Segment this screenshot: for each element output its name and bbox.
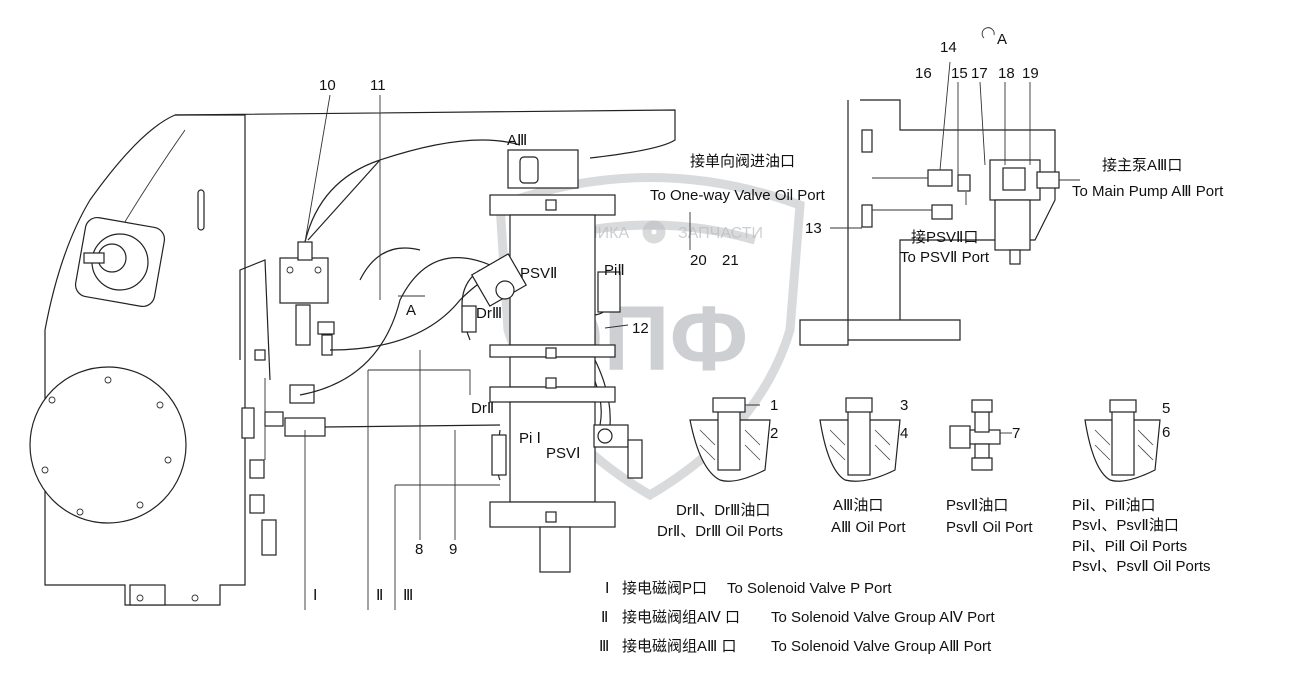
- legend-cn-1: 接电磁阀P口: [622, 580, 707, 597]
- caption-aiii-cn: AⅢ油口: [833, 497, 883, 514]
- section-marker: A: [997, 31, 1007, 48]
- callout-13: 13: [805, 220, 822, 237]
- callout-15: 15: [951, 65, 968, 82]
- callout-2: 2: [770, 425, 778, 442]
- legend-mark-3: Ⅲ: [599, 638, 609, 655]
- callout-21: 21: [722, 252, 739, 269]
- callout-4: 4: [900, 425, 908, 442]
- callout-19: 19: [1022, 65, 1039, 82]
- legend-en-2: To Solenoid Valve Group AⅣ Port: [771, 609, 996, 626]
- port-label-pi1: Pi Ⅰ: [519, 430, 541, 447]
- caption-pi-cn: PiⅠ、PiⅡ油口: [1072, 497, 1155, 514]
- callout-17: 17: [971, 65, 988, 82]
- caption-psv-en: PsvⅠ、PsvⅡ Oil Ports: [1072, 558, 1211, 575]
- view-marker: A: [406, 302, 416, 319]
- port-label-pi2: PiⅡ: [604, 262, 625, 279]
- callout-14: 14: [940, 39, 957, 56]
- filter-frame: [799, 99, 1080, 346]
- pump-housing: [29, 109, 676, 606]
- port-label-psv2: PSVⅡ: [520, 265, 557, 282]
- legend-cn-3: 接电磁阀组AⅢ 口: [622, 638, 737, 655]
- note-mainpump-en: To Main Pump AⅢ Port: [1072, 183, 1224, 200]
- callout-6: 6: [1162, 424, 1170, 441]
- callout-20: 20: [690, 252, 707, 269]
- port-label-dr3: DrⅢ: [476, 305, 502, 322]
- connection-notes: 接单向阀进油口 To One-way Valve Oil Port 接主泵AⅢ口…: [650, 153, 1224, 266]
- detail-aiii-port: [819, 397, 901, 482]
- fitting-bracket: [279, 241, 335, 437]
- callout-7: 7: [1012, 425, 1020, 442]
- caption-pi-en: PiⅠ、PiⅡ Oil Ports: [1072, 538, 1187, 555]
- caption-dr-cn: DrⅡ、DrⅢ油口: [676, 502, 770, 519]
- port-label-aiii: AⅢ: [507, 132, 527, 149]
- note-mainpump-cn: 接主泵AⅢ口: [1102, 157, 1182, 174]
- note-oneway-en: To One-way Valve Oil Port: [650, 187, 826, 204]
- line-mark-1: Ⅰ: [313, 587, 317, 604]
- port-label-dr2: DrⅡ: [471, 400, 494, 417]
- detail-psv2-port: [949, 399, 1012, 471]
- legend: Ⅰ 接电磁阀P口 To Solenoid Valve P Port Ⅱ 接电磁阀…: [599, 580, 996, 655]
- callout-3: 3: [900, 397, 908, 414]
- note-psv2port-en: To PSVⅡ Port: [900, 249, 990, 266]
- caption-dr-en: DrⅡ、DrⅢ Oil Ports: [657, 523, 783, 540]
- legend-mark-1: Ⅰ: [605, 580, 609, 597]
- legend-en-1: To Solenoid Valve P Port: [727, 580, 892, 597]
- legend-cn-2: 接电磁阀组AⅣ 口: [622, 609, 740, 626]
- callout-9: 9: [449, 541, 457, 558]
- caption-psv2-en: PsvⅡ Oil Port: [946, 519, 1033, 536]
- rotation-arrow-icon: [981, 27, 995, 39]
- legend-mark-2: Ⅱ: [601, 609, 608, 626]
- line-mark-3: Ⅲ: [403, 587, 413, 604]
- caption-psv2-cn: PsvⅡ油口: [946, 497, 1008, 514]
- callout-1: 1: [770, 397, 778, 414]
- callout-16: 16: [915, 65, 932, 82]
- detail-dr-ports: [689, 397, 771, 482]
- note-oneway-cn: 接单向阀进油口: [690, 153, 795, 170]
- callout-12: 12: [632, 320, 649, 337]
- port-label-psv1: PSVⅠ: [546, 445, 580, 462]
- callout-5: 5: [1162, 400, 1170, 417]
- line-mark-2: Ⅱ: [376, 587, 383, 604]
- caption-psv-cn: PsvⅠ、PsvⅡ油口: [1072, 517, 1179, 534]
- callout-18: 18: [998, 65, 1015, 82]
- leader-lines: [604, 61, 1031, 431]
- detail-pi-psv-ports: [1084, 399, 1161, 482]
- note-psv2port-cn: 接PSVⅡ口: [911, 229, 978, 246]
- callout-11: 11: [370, 77, 386, 94]
- section-marks: A A: [406, 31, 1007, 319]
- line-marks: Ⅰ Ⅱ Ⅲ: [313, 587, 413, 604]
- callout-10: 10: [319, 77, 336, 94]
- callout-numbers: 10 11 14 16 15 17 18 19 13 20 21 12 1 2 …: [319, 39, 1170, 558]
- watermark-right-text: ЗАПЧАСТИ: [678, 225, 763, 242]
- pipe-drop-lines: [304, 94, 456, 610]
- legend-en-3: To Solenoid Valve Group AⅢ Port: [771, 638, 992, 655]
- caption-aiii-en: AⅢ Oil Port: [831, 519, 906, 536]
- port-labels: AⅢ PSVⅡ PiⅡ DrⅢ DrⅡ Pi Ⅰ PSVⅠ: [471, 132, 625, 462]
- valve-assembly: [461, 149, 643, 573]
- callout-8: 8: [415, 541, 423, 558]
- detail-captions: DrⅡ、DrⅢ油口 DrⅡ、DrⅢ Oil Ports AⅢ油口 AⅢ Oil …: [657, 497, 1211, 575]
